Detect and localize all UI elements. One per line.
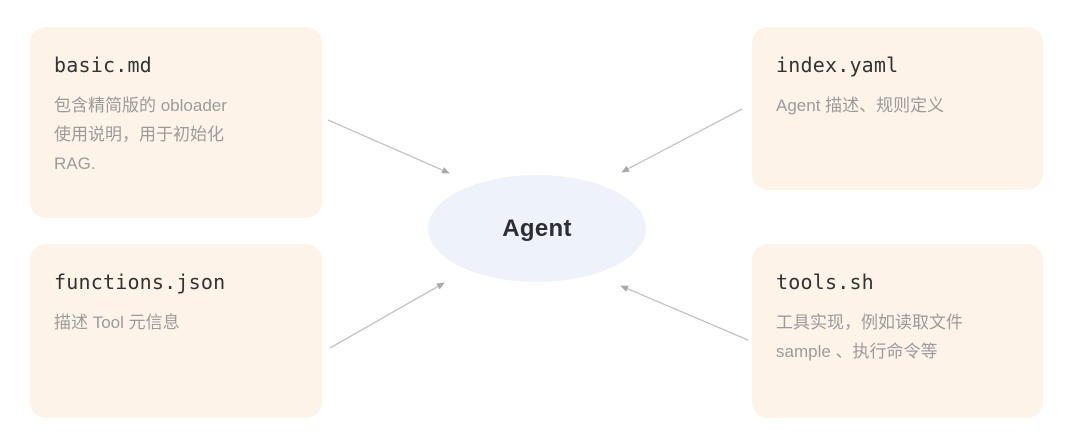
card-title-functions-json: functions.json xyxy=(54,270,226,294)
connector-tools-sh-to-agent xyxy=(620,285,749,341)
connector-functions-json-to-agent xyxy=(329,282,445,349)
card-title-index-yaml: index.yaml xyxy=(776,53,899,77)
card-desc-index-yaml: Agent 描述、规则定义 xyxy=(776,96,945,115)
card-tools-sh[interactable]: tools.sh 工具实现，例如读取文件 sample 、执行命令等 xyxy=(752,244,1043,418)
card-basic-md[interactable]: basic.md 包含精简版的 obloader 使用说明，用于初始化 RAG. xyxy=(30,27,322,218)
card-index-yaml[interactable]: index.yaml Agent 描述、规则定义 xyxy=(752,27,1043,190)
card-desc-functions-json: 描述 Tool 元信息 xyxy=(54,313,180,332)
connector-index-yaml-to-agent xyxy=(621,108,743,173)
card-desc-tools-sh: 工具实现，例如读取文件 sample 、执行命令等 xyxy=(776,313,963,361)
card-title-basic-md: basic.md xyxy=(54,53,152,77)
agent-node-label: Agent xyxy=(502,214,572,242)
card-functions-json[interactable]: functions.json 描述 Tool 元信息 xyxy=(30,244,322,418)
card-desc-basic-md: 包含精简版的 obloader 使用说明，用于初始化 RAG. xyxy=(54,96,227,173)
connector-basic-md-to-agent xyxy=(327,119,450,174)
agent-node[interactable]: Agent xyxy=(428,175,646,282)
card-title-tools-sh: tools.sh xyxy=(776,270,874,294)
